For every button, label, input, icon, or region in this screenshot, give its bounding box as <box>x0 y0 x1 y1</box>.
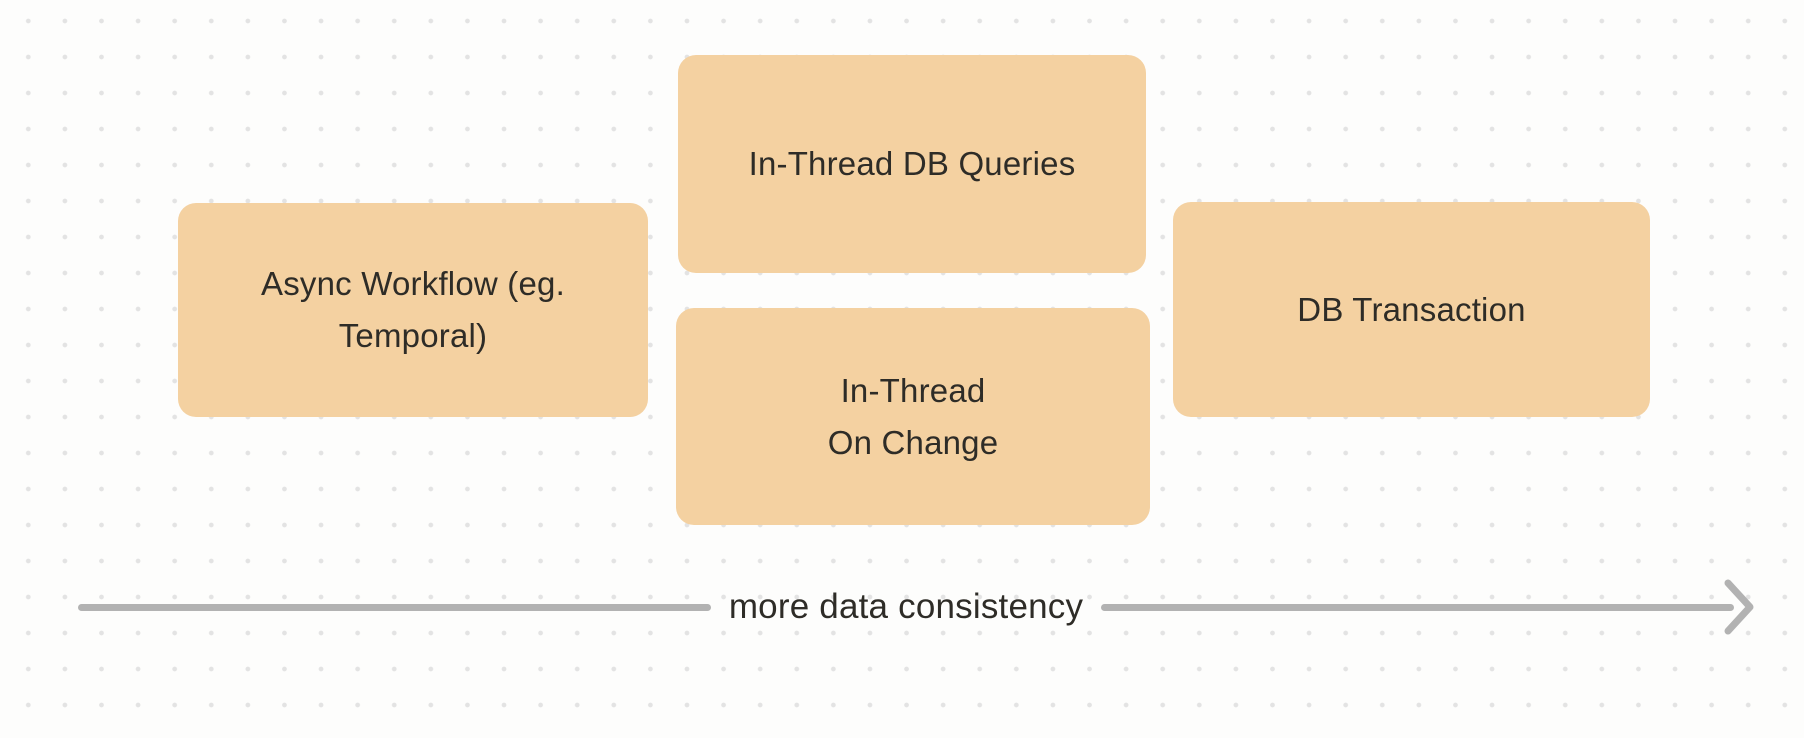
node-label: Async Workflow (eg. Temporal) <box>261 265 565 354</box>
arrow-head-icon <box>1724 579 1754 635</box>
node-label: In-Thread DB Queries <box>748 145 1076 182</box>
node-in-thread-on-change: In-Thread On Change <box>676 308 1150 525</box>
node-label: DB Transaction <box>1297 290 1526 328</box>
node-label: In-Thread On Change <box>827 371 999 461</box>
axis-label: more data consistency <box>728 587 1084 626</box>
node-async-workflow: Async Workflow (eg. Temporal) <box>178 203 648 417</box>
node-in-thread-db-queries: In-Thread DB Queries <box>678 55 1146 273</box>
consistency-axis: more data consistency <box>78 569 1756 645</box>
axis-line-right <box>1101 603 1734 611</box>
node-db-transaction: DB Transaction <box>1173 202 1650 417</box>
axis-line-left <box>78 603 711 611</box>
